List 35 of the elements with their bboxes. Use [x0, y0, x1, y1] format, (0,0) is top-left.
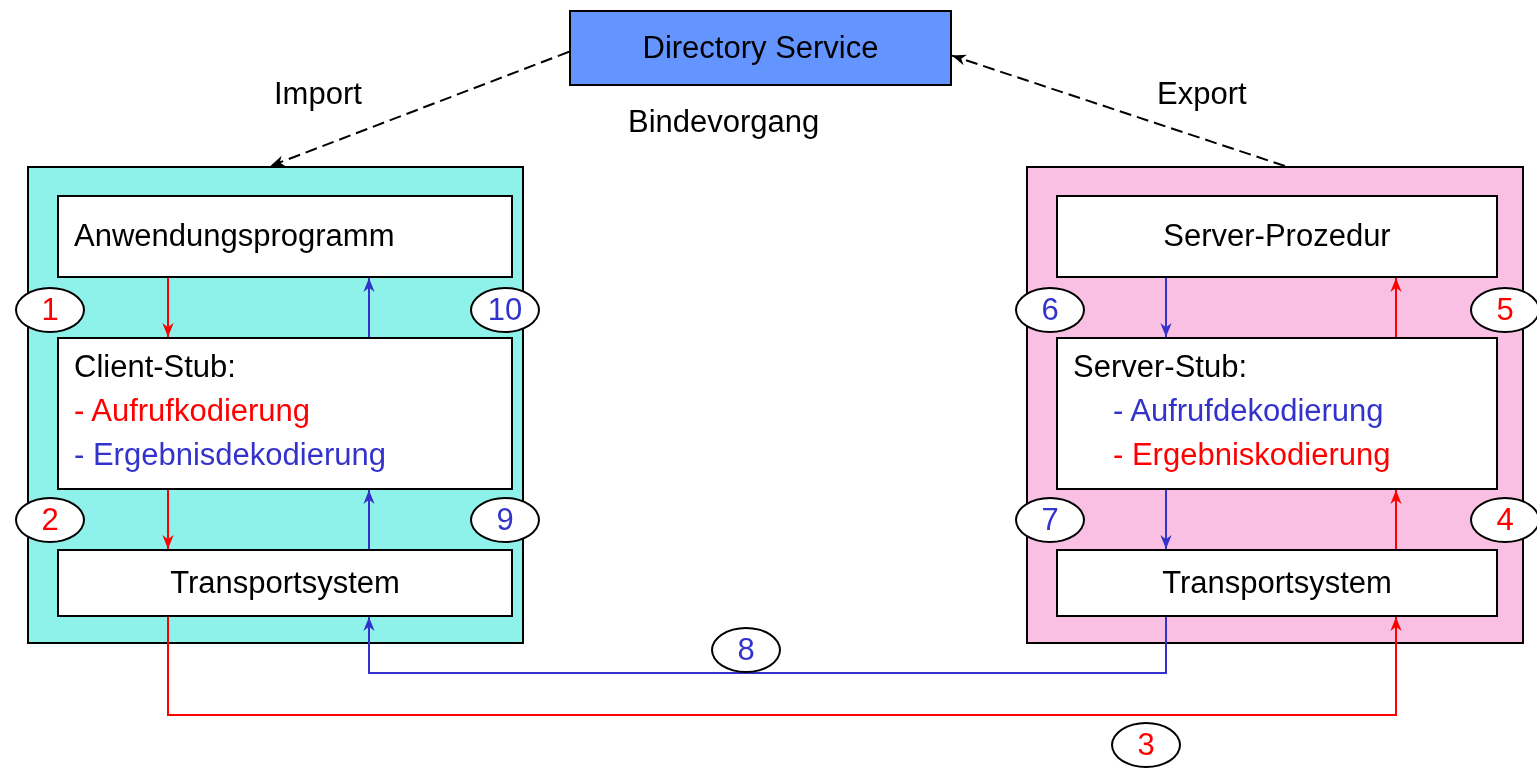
node-text: - Ergebnisdekodierung — [74, 436, 386, 474]
arrow — [162, 277, 174, 338]
process-box — [1056, 337, 1498, 490]
node-text: - Ergebniskodierung — [1113, 436, 1391, 474]
arrow — [363, 277, 375, 338]
arrow — [363, 489, 375, 550]
dashed-arrow — [269, 50, 570, 167]
arrow — [1390, 277, 1402, 338]
arrow — [1390, 489, 1402, 550]
process-box — [57, 195, 513, 278]
process-box — [569, 10, 952, 86]
group-panel — [1026, 166, 1524, 644]
node-heading: Server-Stub: — [1073, 348, 1247, 386]
arrow — [1160, 277, 1172, 338]
process-box — [57, 337, 513, 490]
step-number: 3 — [1111, 722, 1181, 768]
node-text: Transportsystem — [170, 564, 400, 602]
node-text: - Aufrufdekodierung — [1113, 392, 1384, 430]
process-box — [1056, 549, 1498, 617]
node-text: Directory Service — [642, 29, 879, 67]
step-number: 8 — [711, 627, 781, 673]
process-box — [57, 549, 513, 617]
dashed-arrow — [951, 54, 1286, 167]
node-heading: Client-Stub: — [74, 348, 236, 386]
arrow — [363, 616, 1167, 674]
node-text: Server-Prozedur — [1163, 217, 1391, 255]
node-text: Transportsystem — [1162, 564, 1392, 602]
arrow — [1160, 489, 1172, 550]
group-panel — [27, 166, 524, 644]
node-text: Anwendungsprogramm — [74, 217, 395, 255]
arrow — [162, 489, 174, 550]
node-text: - Aufrufkodierung — [74, 392, 311, 430]
note-text: Bindevorgang — [628, 104, 820, 140]
arrow — [167, 616, 1402, 716]
process-box — [1056, 195, 1498, 278]
